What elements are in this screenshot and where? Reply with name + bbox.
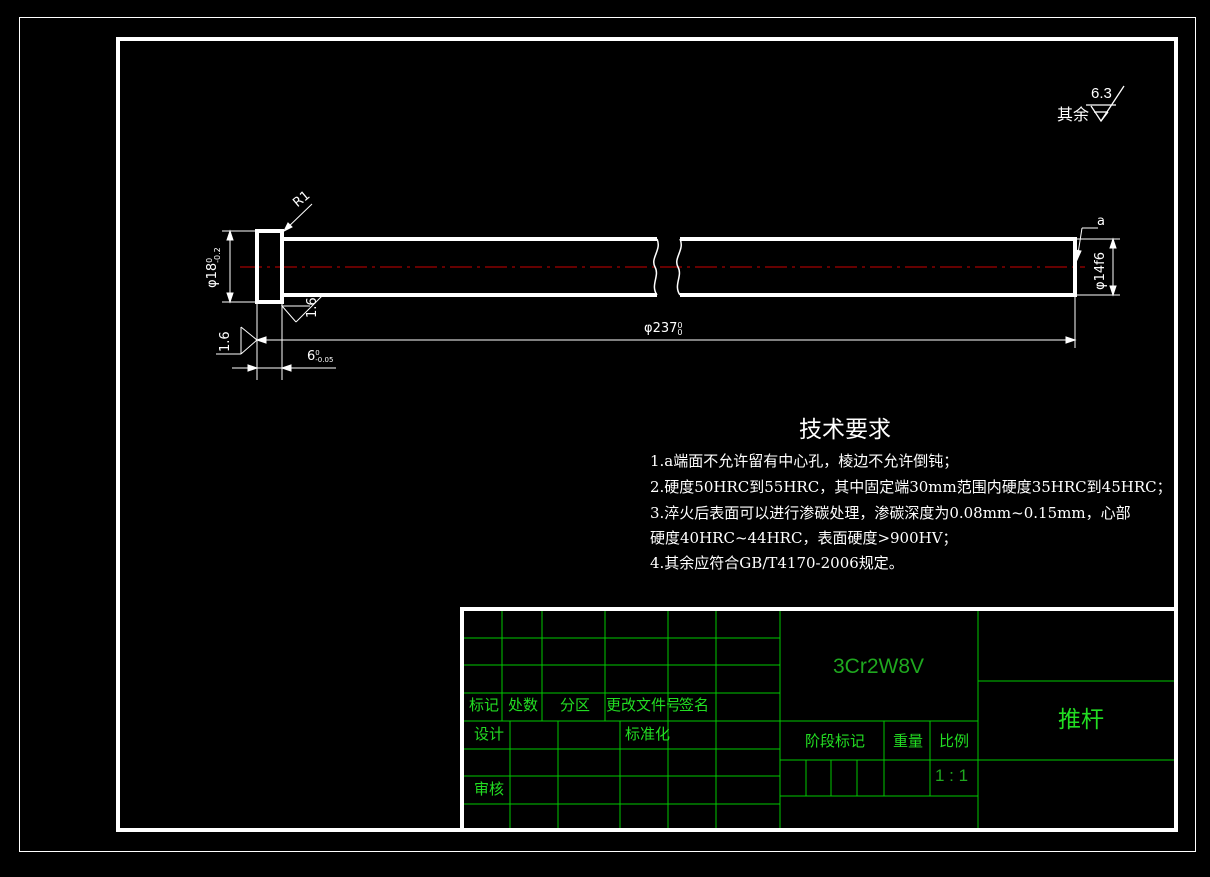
col-doc: 更改文件号 [606,696,682,714]
roughness-head-value: 1.6 [305,297,320,318]
part-name: 推杆 [1058,707,1104,733]
scale-value: 1 : 1 [935,766,969,785]
weight-label: 重量 [893,732,924,750]
roughness-rest-label: 其余 [1057,105,1090,124]
break-line-left [653,238,659,296]
title-block-grid [464,611,1174,828]
col-zone: 分区 [560,696,591,714]
col-mark: 标记 [469,696,500,714]
roughness-symbol-head [280,293,325,323]
head-diameter-dim [222,229,257,304]
head-thickness-dim [232,302,336,380]
tech-item-4: 硬度40HRC~44HRC，表面硬度>900HV； [650,529,958,547]
tech-item-3: 3.淬火后表面可以进行渗碳处理，渗碳深度为0.08mm~0.15mm，心部 [650,504,1131,522]
end-face-label: a [1097,214,1105,229]
material-text: 3Cr2W8V [833,655,925,678]
tech-title: 技术要求 [799,417,891,443]
scale-label: 比例 [939,732,970,750]
radius-leader [282,203,313,233]
pin-shank-left [282,237,657,297]
outer-frame [19,17,1196,852]
col-sign: 签名 [679,696,710,714]
pin-head [255,229,284,304]
roughness-rest-value: 6.3 [1091,85,1112,102]
tech-item-1: 1.a端面不允许留有中心孔，棱边不允许倒钝； [650,452,959,470]
roughness-left-value: 1.6 [218,331,233,352]
pin-shank-right [680,237,1077,297]
col-count: 处数 [508,696,539,714]
title-block-border [460,607,1178,832]
break-line-right [676,238,682,296]
stage-mark: 阶段标记 [805,732,866,750]
end-face-leader [1074,227,1098,262]
row-review: 审核 [474,780,505,798]
tech-item-5: 4.其余应符合GB/T4170-2006规定。 [650,554,904,572]
shank-diameter-label: φ14f6 [1093,252,1108,290]
tech-item-2: 2.硬度50HRC到55HRC，其中固定端30mm范围内硬度35HRC到45HR… [650,478,1172,496]
roughness-rest-symbol [1086,85,1125,123]
shank-diameter-dim [1075,237,1120,297]
roughness-symbol-left [216,326,258,355]
row-design: 设计 [474,725,505,743]
row-standard: 标准化 [625,725,671,743]
length-dim [255,295,1077,380]
